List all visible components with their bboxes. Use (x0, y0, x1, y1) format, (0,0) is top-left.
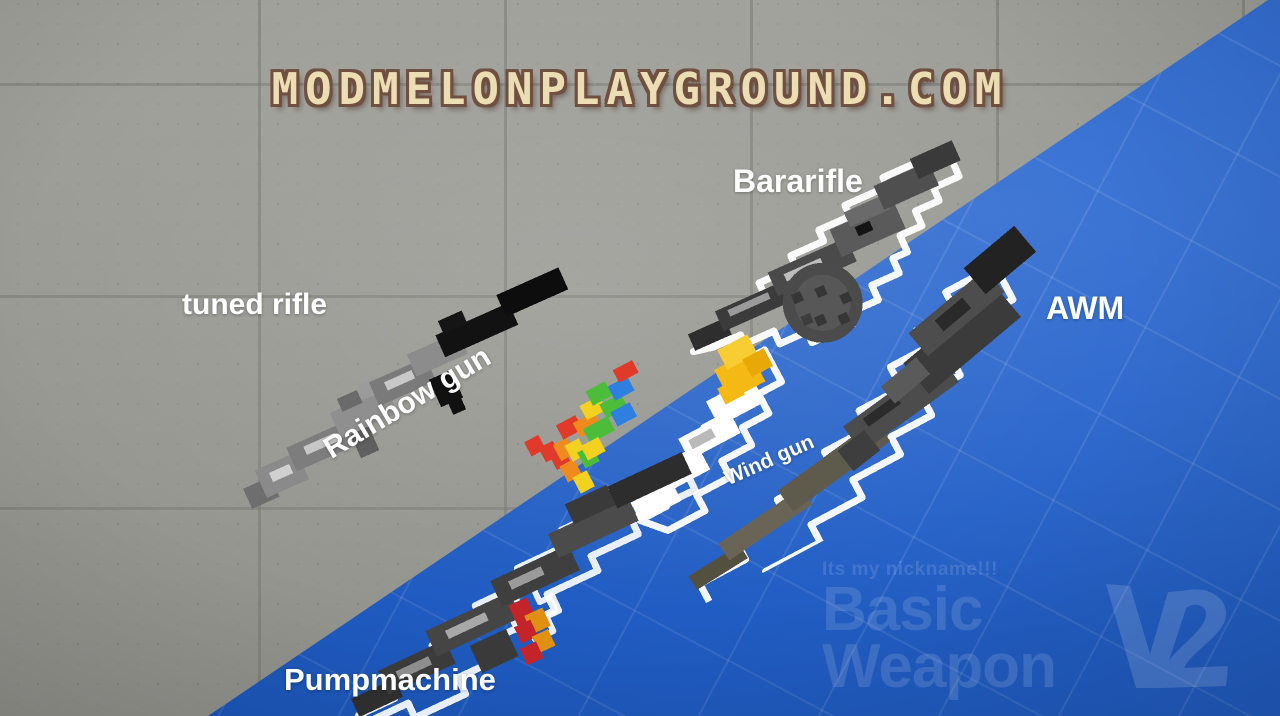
weapon-label-awm: AWM (1046, 290, 1125, 326)
pumpmachine-body (351, 452, 692, 716)
weapon-label-bararifle: Bararifle (733, 163, 863, 199)
weapon-sprite-tuned-rifle[interactable] (192, 235, 618, 535)
game-watermark: Its my nickname!!! Basic Weapon (822, 559, 1122, 702)
game-title-watermark-text: Basic Weapon (822, 575, 1057, 702)
weapon-label-pumpmachine: Pumpmachine (284, 662, 496, 697)
brand-watermark: MODMELONPLAYGROUND.COM (271, 64, 1009, 115)
awm-body (688, 225, 1037, 590)
nickname-watermark-text: Its my nickname!!! (822, 559, 998, 580)
tuned-rifle-body (243, 267, 569, 509)
weapon-sprite-awm[interactable] (598, 202, 1112, 609)
v2-logo-icon (1106, 584, 1228, 688)
rainbow-gun-body (524, 360, 639, 494)
weapon-label-tuned-rifle: tuned rifle (182, 288, 328, 321)
weapon-sprite-bararifle[interactable] (640, 123, 1020, 417)
bararifle-body (687, 140, 961, 351)
weapon-sprite-rainbow-gun[interactable] (498, 322, 731, 535)
weapon-sprite-pumpmachine[interactable] (276, 389, 754, 716)
